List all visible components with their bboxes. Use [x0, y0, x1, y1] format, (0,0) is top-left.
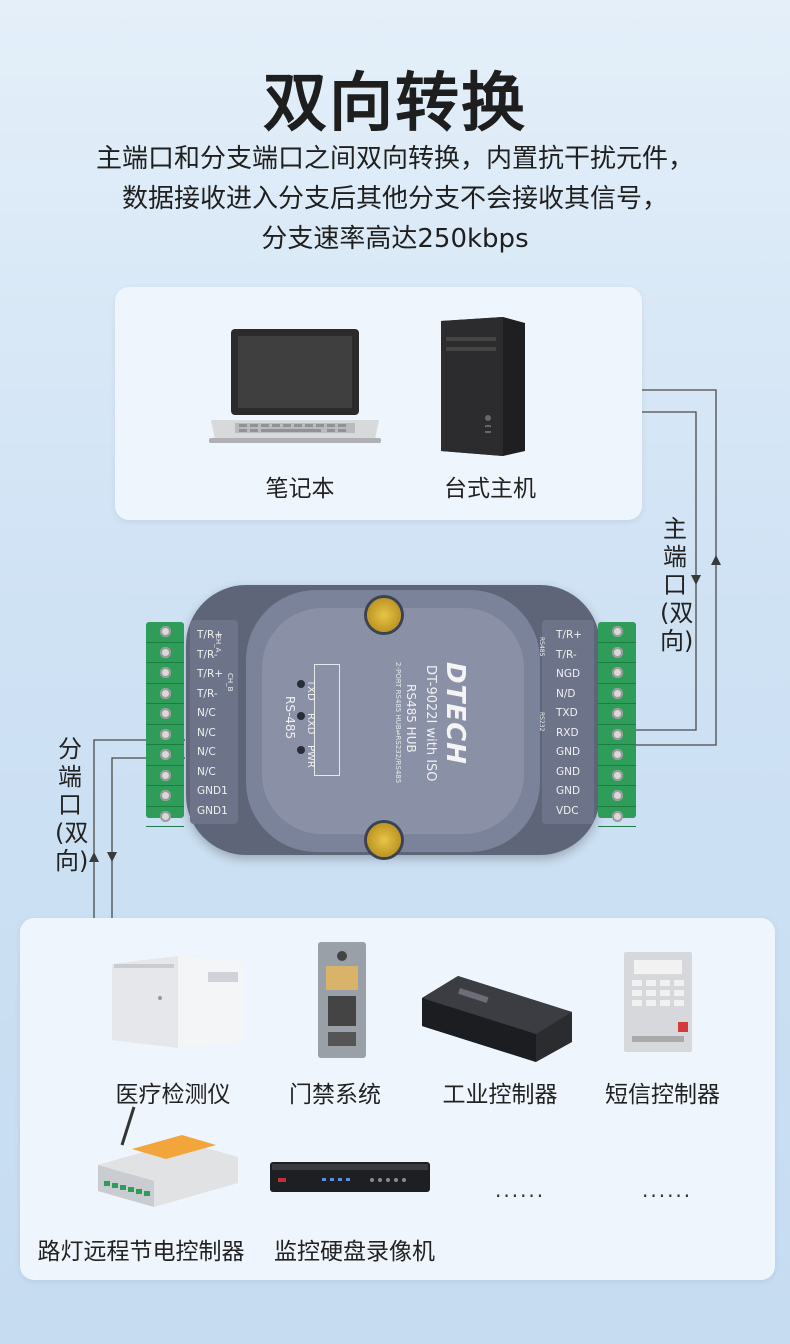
sms-controller-label: 短信控制器 [605, 1082, 720, 1108]
laptop-label: 笔记本 [265, 476, 335, 502]
medical-analyzer-label: 医疗检测仪 [115, 1082, 231, 1108]
medical-analyzer-icon [112, 956, 244, 1048]
industrial-controller-label: 工业控制器 [442, 1082, 558, 1108]
branch-port-char: 端 [58, 763, 82, 791]
main-port-char: 主 [663, 515, 687, 543]
description-line-3: 分支速率高达250kbps [261, 224, 529, 254]
desktop-tower-icon [441, 317, 525, 456]
dvr-recorder-label: 监控硬盘录像机 [274, 1239, 435, 1265]
dvr-recorder-icon [270, 1162, 430, 1192]
industrial-controller-icon [422, 976, 572, 1062]
branch-port-char: 向) [55, 847, 89, 875]
more-devices-ellipsis: ...... [642, 1178, 693, 1202]
main-port-label: 主 端 口 (双 向) [660, 515, 694, 655]
branch-port-char: (双 [55, 819, 89, 847]
main-port-char: 口 [663, 571, 687, 599]
main-port-char: (双 [660, 599, 694, 627]
page-title: 双向转换 [263, 67, 527, 141]
branch-port-label: 分 端 口 (双 向) [55, 735, 89, 875]
more-devices-ellipsis: ...... [495, 1178, 546, 1202]
host-devices-panel [115, 287, 642, 520]
desktop-label: 台式主机 [444, 476, 536, 502]
door-intercom-label: 门禁系统 [289, 1082, 381, 1108]
branch-port-char: 口 [58, 791, 82, 819]
street-light-controller-icon [98, 1106, 238, 1207]
street-light-controller-label: 路灯远程节电控制器 [37, 1239, 245, 1265]
main-port-char: 端 [663, 543, 687, 571]
laptop-icon [209, 329, 381, 443]
branch-port-char: 分 [58, 735, 82, 763]
main-port-char: 向) [660, 627, 694, 655]
door-intercom-icon [318, 942, 366, 1058]
description-line-1: 主端口和分支端口之间双向转换，内置抗干扰元件， [95, 144, 694, 174]
sms-controller-icon [624, 952, 692, 1052]
description-line-2: 数据接收进入分支后其他分支不会接收其信号， [121, 184, 668, 214]
